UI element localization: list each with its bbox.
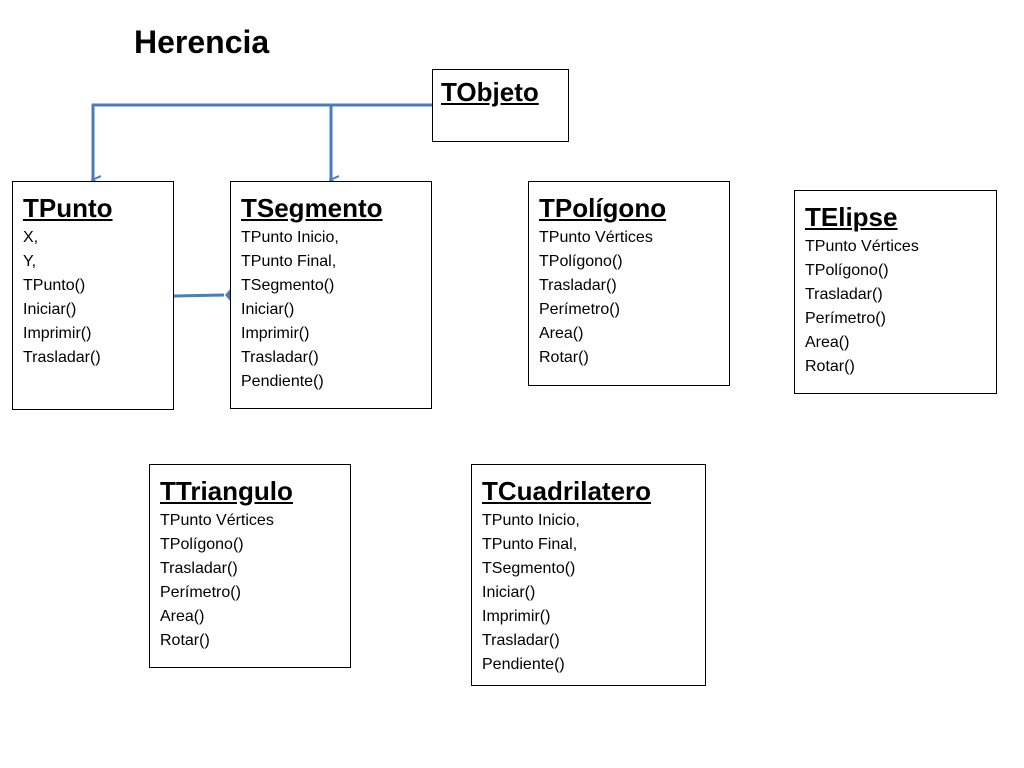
member-item: TPolígono() (805, 262, 889, 279)
class-box-tpunto[interactable]: TPunto X, Y, TPunto() Iniciar() Imprimir… (12, 181, 174, 410)
member-item: Trasladar() (539, 277, 617, 294)
class-title: TCuadrilatero (482, 476, 652, 506)
member-item: TPolígono() (539, 253, 623, 270)
class-title: TTriangulo (160, 476, 293, 506)
class-title: TObjeto (441, 77, 539, 107)
composition-line (173, 293, 225, 298)
class-box-tpoligono[interactable]: TPolígono TPunto Vértices TPolígono() Tr… (528, 181, 730, 386)
member-item: TPunto Final, (241, 253, 337, 270)
member-item: TPolígono() (160, 536, 244, 553)
member-item: TSegmento() (241, 277, 335, 294)
member-item: Area() (160, 608, 205, 625)
member-item: Rotar() (539, 349, 589, 366)
member-item: Trasladar() (482, 632, 560, 649)
member-item: Imprimir() (241, 325, 310, 342)
class-title: TPolígono (539, 193, 667, 223)
page-title: Herencia (134, 24, 270, 60)
member-list: TPunto Vértices TPolígono() Trasladar() … (539, 226, 719, 370)
member-item: Trasladar() (241, 349, 319, 366)
member-item: TPunto Vértices (805, 238, 919, 255)
member-item: Trasladar() (805, 286, 883, 303)
member-item: Area() (539, 325, 584, 342)
member-list: X, Y, TPunto() Iniciar() Imprimir() Tras… (23, 226, 163, 370)
member-item: TPunto() (23, 277, 86, 294)
member-item: TPunto Inicio, (241, 229, 339, 246)
member-item: Trasladar() (23, 349, 101, 366)
member-list: TPunto Vértices TPolígono() Trasladar() … (160, 509, 340, 653)
inheritance-line-tpunto (93, 103, 432, 180)
member-item: TPunto Inicio, (482, 512, 580, 529)
class-title: TSegmento (241, 193, 383, 223)
class-box-ttriangulo[interactable]: TTriangulo TPunto Vértices TPolígono() T… (149, 464, 351, 668)
member-item: Pendiente() (482, 656, 565, 673)
member-item: Trasladar() (160, 560, 238, 577)
member-item: Perímetro() (539, 301, 620, 318)
member-item: Area() (805, 334, 850, 351)
member-item: TPunto Vértices (160, 512, 274, 529)
member-item: Perímetro() (160, 584, 241, 601)
member-item: Imprimir() (23, 325, 92, 342)
member-item: Iniciar() (482, 584, 536, 601)
class-box-tcuadrilatero[interactable]: TCuadrilatero TPunto Inicio, TPunto Fina… (471, 464, 706, 686)
member-list: TPunto Inicio, TPunto Final, TSegmento()… (241, 226, 421, 394)
member-item: Perímetro() (805, 310, 886, 327)
member-item: TSegmento() (482, 560, 576, 577)
member-item: Imprimir() (482, 608, 551, 625)
class-box-telipse[interactable]: TElipse TPunto Vértices TPolígono() Tras… (794, 190, 997, 394)
member-list: TPunto Inicio, TPunto Final, TSegmento()… (482, 509, 695, 677)
class-title: TPunto (23, 193, 113, 223)
class-box-tobjeto[interactable]: TObjeto (432, 69, 569, 142)
member-list: TPunto Vértices TPolígono() Trasladar() … (805, 235, 986, 379)
member-item: TPunto Vértices (539, 229, 653, 246)
member-item: Rotar() (160, 632, 210, 649)
class-title: TElipse (805, 202, 898, 232)
member-item: Pendiente() (241, 373, 324, 390)
member-item: Iniciar() (241, 301, 295, 318)
member-item: TPunto Final, (482, 536, 578, 553)
class-box-tsegmento[interactable]: TSegmento TPunto Inicio, TPunto Final, T… (230, 181, 432, 409)
member-item: X, (23, 229, 39, 246)
member-item: Y, (23, 253, 37, 270)
member-item: Iniciar() (23, 301, 77, 318)
member-item: Rotar() (805, 358, 855, 375)
